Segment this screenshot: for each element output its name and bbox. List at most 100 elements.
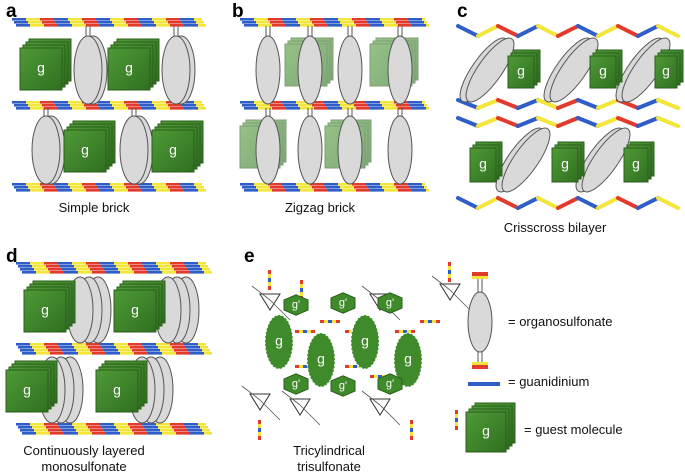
trisulfonate-core bbox=[369, 398, 391, 416]
guest-prime: g' bbox=[283, 373, 309, 395]
guanidinium-link bbox=[395, 330, 415, 333]
panel-a-diagram: g g g g bbox=[12, 18, 206, 192]
organosulfonate-ellipse bbox=[255, 35, 281, 105]
legend: g bbox=[465, 272, 516, 453]
legend-organosulfonate-symbol bbox=[467, 272, 493, 369]
guanidinium-link bbox=[258, 420, 261, 440]
caption-crisscross-bilayer: Crisscross bilayer bbox=[504, 220, 607, 235]
guest-box: g bbox=[469, 141, 503, 183]
guest-box: g bbox=[95, 360, 148, 413]
guest-box: g bbox=[551, 141, 585, 183]
caption-continuously-layered: Continuously layered bbox=[23, 443, 144, 458]
trisulfonate-core bbox=[289, 398, 311, 416]
organosulfonate-ellipse bbox=[581, 127, 631, 193]
guest-box: g bbox=[23, 280, 76, 333]
guest-label: g bbox=[561, 156, 569, 172]
guest-label: g bbox=[479, 156, 487, 172]
organosulfonate-ellipse bbox=[73, 35, 103, 105]
guest-label: g bbox=[482, 423, 490, 439]
ellipse-stack bbox=[161, 35, 196, 105]
network-middle-lower bbox=[456, 116, 680, 128]
guest-prime: g' bbox=[330, 375, 356, 397]
trisulfonate-core bbox=[249, 393, 271, 411]
guest-label: g bbox=[37, 60, 45, 76]
guanidinium-sheet-top bbox=[16, 262, 212, 274]
guanidinium-link bbox=[448, 262, 451, 282]
guest-box: g bbox=[151, 120, 204, 173]
guest-box: g bbox=[63, 120, 116, 173]
network-bottom bbox=[456, 196, 680, 210]
organosulfonate-ellipse bbox=[297, 35, 323, 105]
organosulfonate-ellipse bbox=[387, 35, 413, 105]
guest-prime-label: g' bbox=[386, 378, 394, 390]
guest-label: g bbox=[169, 142, 177, 158]
organosulfonate-ellipse bbox=[297, 115, 323, 185]
guest-prime-label: g' bbox=[292, 299, 300, 311]
guest-prime: g' bbox=[330, 292, 356, 314]
organosulfonate-ellipse bbox=[119, 115, 149, 185]
guest-prime-label: g' bbox=[386, 297, 394, 309]
guest-label: g bbox=[662, 63, 670, 79]
caption-simple-brick: Simple brick bbox=[59, 200, 130, 215]
guest-label: g bbox=[125, 60, 133, 76]
organosulfonate-ellipse bbox=[337, 115, 363, 185]
guanidinium-sheet-top bbox=[240, 18, 429, 27]
organosulfonate-ellipse bbox=[501, 127, 551, 193]
legend-organosulfonate-label: = organosulfonate bbox=[508, 314, 612, 329]
guanidinium-link bbox=[268, 270, 271, 290]
guanidinium-sheet-bottom bbox=[16, 423, 212, 435]
guanidinium-sheet-middle bbox=[16, 343, 212, 355]
guest-ellipse bbox=[306, 332, 336, 388]
guest-ellipse bbox=[264, 314, 294, 370]
guest-label: g bbox=[599, 63, 607, 79]
guest-box: g bbox=[589, 49, 623, 89]
guest-label: g bbox=[404, 351, 412, 367]
guest-label: g bbox=[131, 302, 139, 318]
ellipse-stack bbox=[31, 115, 66, 185]
guest-box: g bbox=[113, 280, 166, 333]
caption-trisulfonate: trisulfonate bbox=[297, 459, 361, 474]
panel-label-e: e bbox=[244, 246, 255, 267]
guest-prime: g' bbox=[283, 294, 309, 316]
guest-prime-label: g' bbox=[339, 297, 347, 309]
guanidinium-link bbox=[455, 410, 458, 430]
legend-guest-symbol: g bbox=[465, 402, 516, 453]
guanidinium-sheet-top bbox=[12, 18, 206, 27]
guest-box: g bbox=[654, 49, 684, 89]
guest-box: g bbox=[19, 38, 72, 91]
caption-zigzag-brick: Zigzag brick bbox=[285, 200, 356, 215]
guest-prime: g' bbox=[377, 373, 403, 395]
organosulfonate-ellipse bbox=[255, 115, 281, 185]
guest-prime: g' bbox=[377, 292, 403, 314]
network-middle-upper bbox=[456, 98, 680, 110]
organosulfonate-ellipse bbox=[337, 35, 363, 105]
guanidinium-sheet-bottom bbox=[12, 183, 206, 192]
guest-box: g bbox=[107, 38, 160, 91]
guest-prime-label: g' bbox=[292, 378, 300, 390]
legend-guest-label: = guest molecule bbox=[524, 422, 623, 437]
guanidinium-link bbox=[420, 320, 440, 323]
guest-label: g bbox=[23, 382, 31, 398]
ellipse-stack bbox=[73, 35, 108, 105]
legend-guanidinium-label: = guanidinium bbox=[508, 374, 589, 389]
guest-ellipse bbox=[393, 332, 423, 388]
organosulfonate-ellipse bbox=[549, 37, 599, 103]
legend-guanidinium-symbol bbox=[468, 382, 500, 386]
guest-label: g bbox=[81, 142, 89, 158]
guest-label: g bbox=[113, 382, 121, 398]
ellipse-stack bbox=[119, 115, 154, 185]
caption-monosulfonate: monosulfonate bbox=[41, 459, 126, 474]
guest-ellipse bbox=[350, 314, 380, 370]
guanidinium-sheet-middle bbox=[240, 101, 429, 110]
guest-label: g bbox=[41, 302, 49, 318]
ellipse-stack bbox=[66, 276, 112, 344]
guest-box: g bbox=[623, 141, 655, 183]
panel-label-a: a bbox=[6, 1, 17, 22]
guest-label: g bbox=[361, 333, 369, 349]
trisulfonate-core bbox=[439, 283, 461, 301]
caption-tricylindrical: Tricylindrical bbox=[293, 443, 365, 458]
organosulfonate-ellipse bbox=[161, 35, 191, 105]
